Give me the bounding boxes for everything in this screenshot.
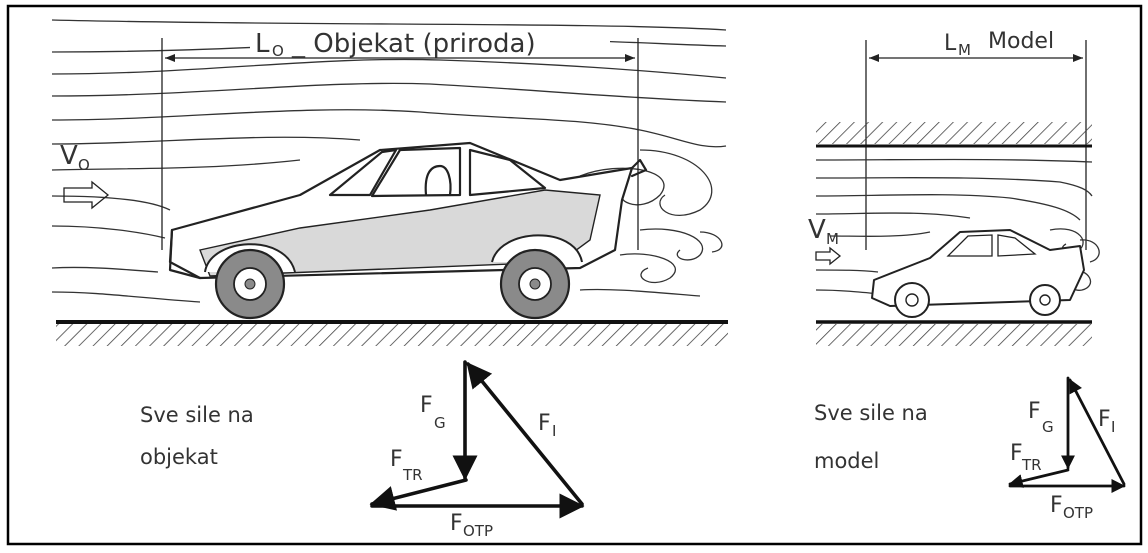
model-ftr-sub: TR [1021,456,1042,474]
model-fi-sub: I [1111,418,1115,436]
prototype-panel: L O _ Objekat (priroda) V O [52,20,728,540]
prototype-ground [56,322,728,346]
model-length-symbol: L [944,31,957,56]
prototype-car [170,143,646,318]
model-fg-sub: G [1042,418,1054,436]
model-fi-symbol: F [1098,407,1111,432]
model-caption-line1: Sve sile na [814,401,928,425]
prototype-fotp-symbol: F [450,511,463,536]
prototype-length-subscript: O [272,42,284,60]
model-ground [816,322,1092,346]
model-inertia-vector [1070,380,1124,484]
model-panel: L M Model V M [808,29,1124,522]
prototype-fi-symbol: F [538,411,551,436]
prototype-fg-sub: G [434,414,446,432]
prototype-velocity-subscript: O [78,156,90,174]
prototype-caption-line2: objekat [140,445,218,469]
model-velocity: V M [808,215,840,264]
model-velocity-symbol: V [808,215,826,245]
prototype-fi-sub: I [552,422,556,440]
prototype-caption-line1: Sve sile na [140,403,254,427]
prototype-length-caption: _ Objekat (priroda) [291,29,536,59]
model-ftr-symbol: F [1010,441,1023,466]
model-flow-arrow-icon [816,248,840,264]
prototype-ftr-symbol: F [390,447,403,472]
prototype-length-symbol: L [255,29,270,59]
model-fotp-symbol: F [1050,493,1063,518]
prototype-velocity: V O [60,141,108,208]
prototype-front-wheel [216,250,284,318]
model-velocity-subscript: M [826,230,839,248]
model-length-subscript: M [958,41,971,59]
prototype-inertia-vector [468,364,582,504]
flow-direction-arrow-icon [64,182,108,208]
model-caption-line2: model [814,449,879,473]
model-car [872,230,1084,317]
model-length-caption: Model [988,29,1054,54]
prototype-ftr-sub: TR [402,466,423,484]
prototype-fotp-sub: OTP [463,522,493,540]
prototype-fg-symbol: F [420,393,433,418]
model-force-polygon: F G F I F TR F OTP [1010,378,1124,522]
model-tunnel-top-wall [816,122,1092,146]
model-fg-symbol: F [1028,399,1041,424]
model-fotp-sub: OTP [1063,504,1093,522]
prototype-force-polygon: F G F I F TR F OTP [372,362,582,540]
prototype-rear-wheel [501,250,569,318]
prototype-velocity-symbol: V [60,141,78,171]
